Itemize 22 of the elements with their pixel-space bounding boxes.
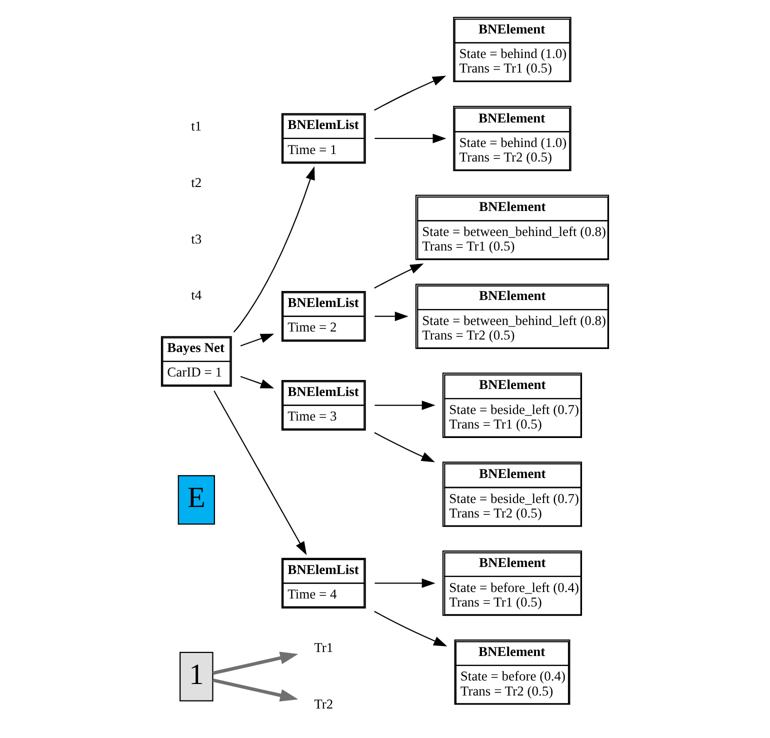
arrow [374,76,446,111]
node-box: 1 [180,652,214,702]
label: t1 [191,118,202,134]
node-text: Tr2 [314,696,334,712]
arrow [374,400,436,410]
label: t4 [191,288,202,303]
node-box: E [178,475,215,525]
arrow [374,578,436,588]
arrow [212,678,298,702]
arrow [374,312,408,322]
label: t2 [191,175,202,190]
arrow [214,390,307,556]
arrow [233,166,315,332]
node-text: Tr1 [314,640,334,655]
arrow [374,432,435,462]
arrow [240,334,274,346]
arrow [374,263,424,289]
label: t3 [191,231,202,246]
arrow [212,652,298,675]
arrow [374,134,446,144]
arrow [240,376,274,388]
arrow [374,610,448,646]
